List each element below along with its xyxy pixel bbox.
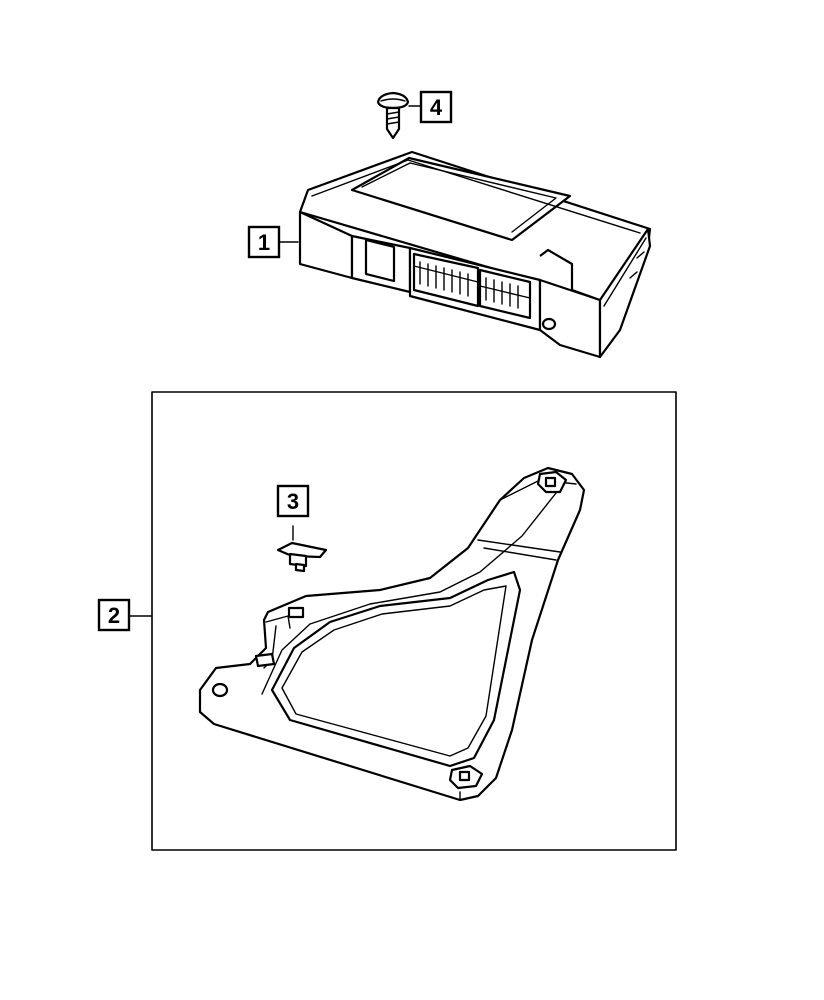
callout-4: 4 <box>419 90 453 124</box>
callout-2: 2 <box>97 598 131 632</box>
callout-3: 3 <box>276 484 310 518</box>
control-module-part <box>298 150 652 359</box>
screw-part <box>376 91 410 140</box>
callout-1-label: 1 <box>258 230 270 255</box>
bracket-part <box>198 466 586 802</box>
bracket-group-frame <box>151 391 677 851</box>
callout-4-label: 4 <box>430 95 443 120</box>
callout-1: 1 <box>247 225 281 259</box>
callout-3-label: 3 <box>287 489 299 514</box>
callout-2-label: 2 <box>108 603 120 628</box>
clip-nut-part <box>276 541 328 573</box>
